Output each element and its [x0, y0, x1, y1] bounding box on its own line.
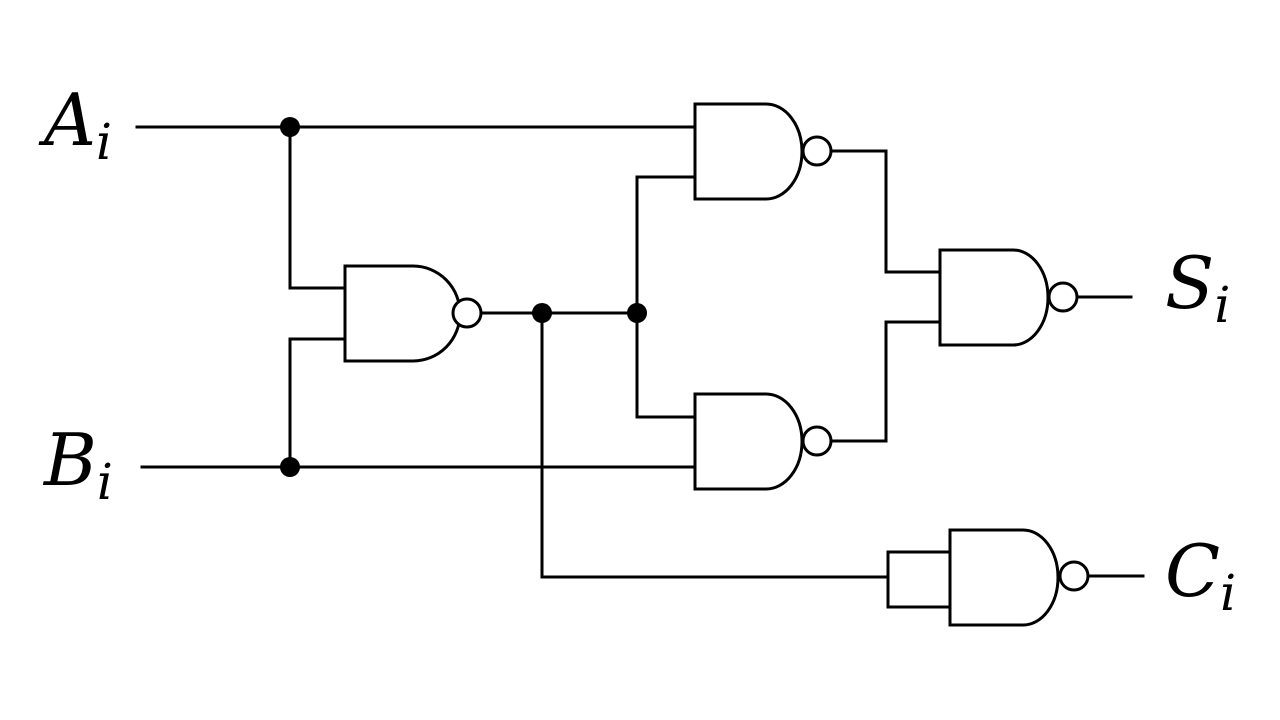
junction-dot-b: [280, 457, 300, 477]
nand-gate-5: [948, 528, 1090, 627]
gates: [343, 102, 1090, 627]
junction-dot-a: [280, 117, 300, 137]
nand-gate-1: [343, 264, 483, 363]
wire-g1-to-g2: [635, 175, 697, 315]
output-label-s: Si: [1165, 241, 1230, 334]
junction-dot-carry-branch: [532, 303, 552, 323]
wire-g5-tied-inputs: [886, 550, 952, 609]
inversion-bubble: [1047, 281, 1079, 313]
input-label-a: Ai: [38, 78, 112, 171]
nand-gate-2: [693, 102, 833, 201]
wire-g1-to-g5: [540, 311, 890, 579]
wire-g1-to-g3: [635, 311, 697, 419]
nand-gate-4: [938, 248, 1079, 347]
input-label-b: Bi: [42, 418, 113, 511]
junctions: [280, 117, 647, 477]
wires: [135, 125, 1145, 609]
output-label-c: Ci: [1165, 529, 1236, 622]
wire-g3-to-g4: [831, 320, 942, 443]
wire-g2-to-g4: [831, 149, 942, 274]
inversion-bubble: [1058, 560, 1090, 592]
inversion-bubble: [801, 135, 833, 167]
nand-gate-3: [693, 392, 833, 491]
wire-a-to-g1: [288, 125, 347, 290]
wire-b-to-g1: [288, 337, 347, 469]
junction-dot-split: [627, 303, 647, 323]
inversion-bubble: [451, 297, 483, 329]
inversion-bubble: [801, 425, 833, 457]
